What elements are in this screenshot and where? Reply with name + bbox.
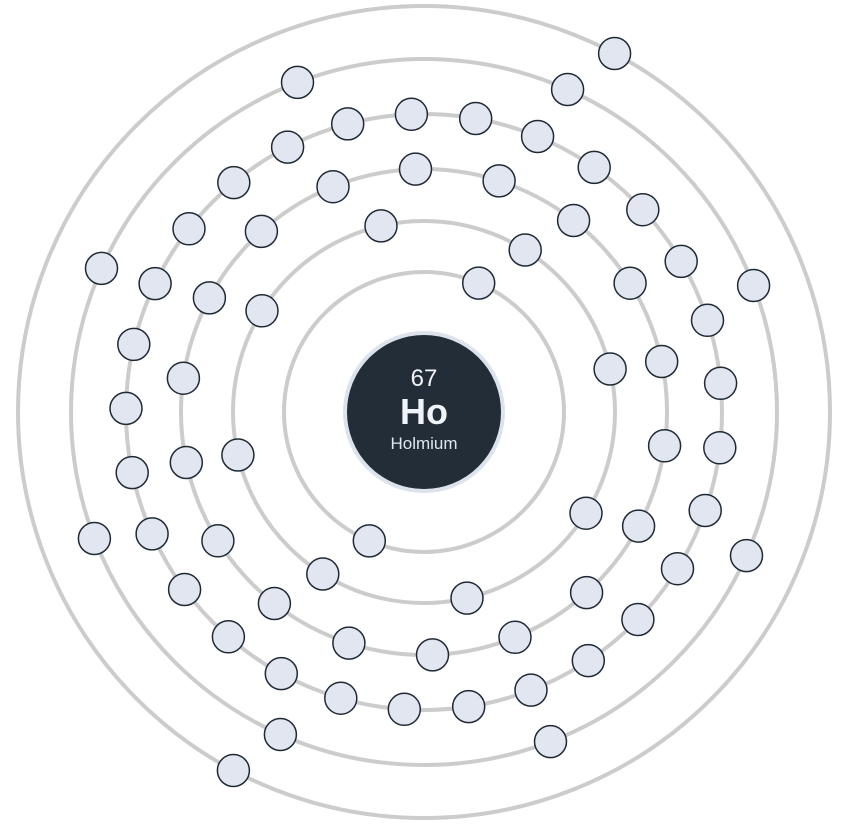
electron-L-6	[245, 294, 279, 328]
electron-M-18	[482, 164, 516, 198]
electron-M-13	[166, 361, 201, 395]
electron-N-1	[458, 101, 493, 136]
electron-O-2	[736, 268, 771, 303]
electron-N-11	[621, 602, 655, 637]
electron-N-3	[577, 150, 611, 185]
electron-L-4	[306, 557, 340, 591]
electron-O-5	[263, 717, 298, 752]
electron-N-20	[135, 517, 169, 551]
electron-N-21	[115, 455, 149, 490]
electrons	[77, 36, 771, 788]
electron-M-14	[192, 281, 227, 315]
electron-O-3	[729, 538, 764, 573]
electron-M-9	[332, 626, 366, 660]
electron-L-2	[569, 496, 603, 530]
electron-N-9	[688, 493, 722, 528]
electron-M-5	[621, 509, 656, 543]
electron-L-7	[364, 209, 398, 243]
electron-L-3	[450, 581, 484, 615]
electron-N-22	[109, 391, 143, 426]
electron-L-8	[508, 233, 542, 267]
electron-N-27	[270, 130, 305, 164]
electron-N-8	[703, 431, 737, 465]
electron-N-24	[138, 266, 172, 301]
electron-N-28	[330, 107, 365, 141]
electron-N-6	[690, 303, 725, 338]
nucleus: 67 Ho Holmium	[343, 331, 505, 493]
electron-O-1	[550, 72, 585, 107]
electron-N-7	[703, 366, 738, 401]
electron-N-18	[211, 620, 246, 654]
electron-M-4	[647, 429, 682, 463]
electron-N-14	[451, 689, 486, 724]
electron-M-3	[644, 344, 679, 379]
shell-ring-L	[231, 219, 617, 605]
electron-O-7	[84, 251, 119, 286]
nucleus-disc	[343, 331, 505, 493]
electron-N-25	[172, 212, 206, 246]
electron-K-2	[352, 524, 387, 558]
electron-N-5	[664, 244, 698, 279]
electron-P-2	[216, 753, 251, 788]
electron-N-2	[520, 119, 555, 154]
shell-ring-K	[282, 270, 566, 554]
shell-ring-P	[16, 4, 832, 820]
electron-M-15	[244, 214, 279, 249]
electron-N-23	[117, 327, 151, 362]
electron-M-1	[556, 203, 591, 238]
electron-M-7	[498, 620, 532, 655]
shell-ring-O	[69, 57, 779, 767]
element-symbol: Ho	[400, 391, 448, 432]
electron-N-4	[626, 192, 660, 227]
electron-M-16	[316, 169, 350, 204]
electron-M-17	[398, 152, 433, 186]
electron-O-8	[280, 65, 315, 100]
electron-N-13	[514, 673, 548, 707]
atomic-number: 67	[411, 365, 438, 392]
electron-P-1	[597, 36, 632, 71]
electron-N-12	[571, 643, 606, 678]
electron-N-26	[217, 165, 251, 200]
electron-N-17	[264, 656, 299, 691]
electron-K-1	[461, 266, 496, 300]
electron-N-19	[167, 572, 202, 607]
electron-M-6	[569, 575, 604, 610]
electron-N-29	[394, 97, 429, 132]
electron-M-10	[257, 586, 292, 621]
electron-O-6	[77, 521, 112, 556]
electron-M-8	[415, 638, 450, 672]
electron-L-1	[593, 352, 627, 386]
electron-N-10	[660, 551, 695, 586]
electron-O-4	[533, 724, 568, 759]
electron-M-2	[613, 266, 647, 300]
electron-M-11	[201, 524, 235, 558]
electron-N-16	[324, 681, 358, 715]
element-name: Holmium	[390, 434, 457, 453]
electron-M-12	[169, 445, 204, 480]
electron-L-5	[221, 438, 255, 472]
electron-N-15	[387, 692, 422, 727]
